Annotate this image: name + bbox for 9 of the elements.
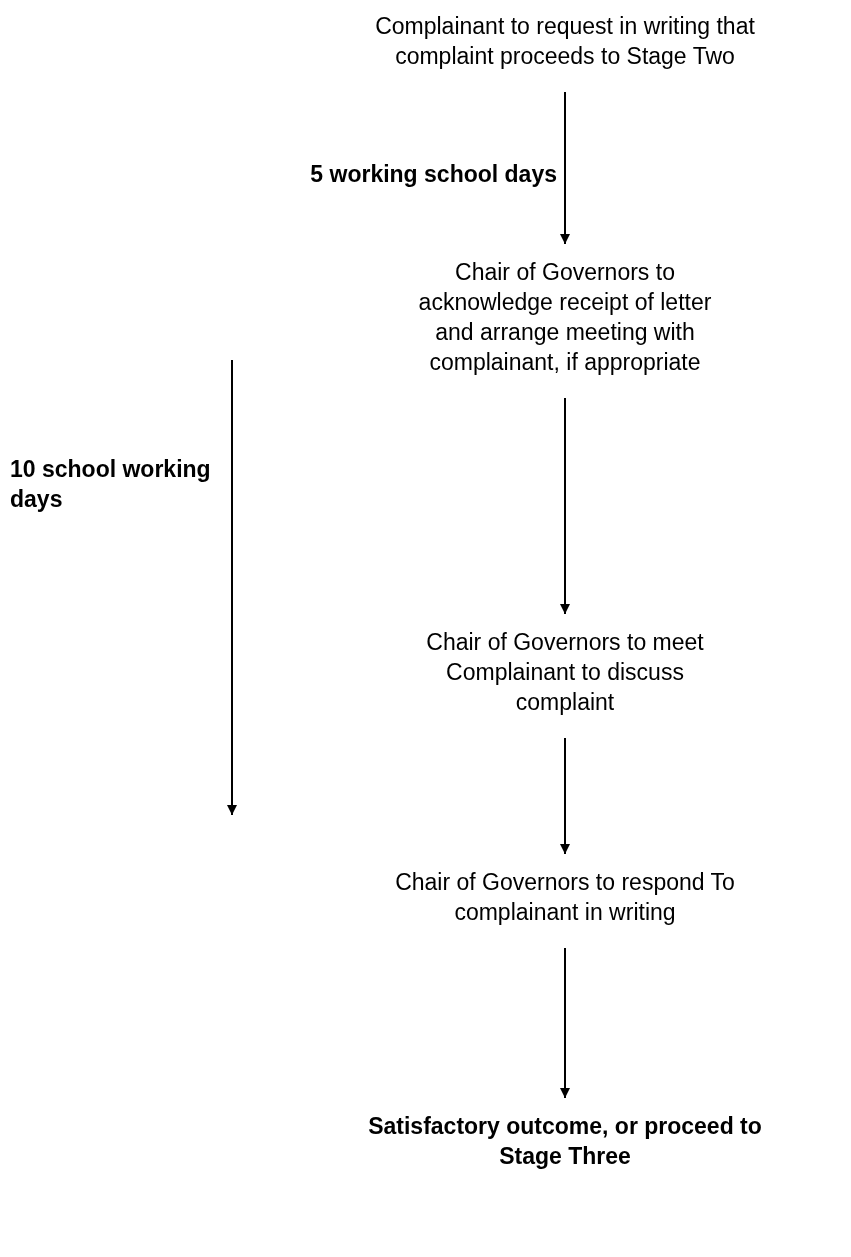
arrow: [560, 737, 570, 855]
step-text: Chair of Governors to meet Complainant to discuss complaint: [425, 628, 705, 717]
step-text: Chair of Governors to acknowledge receipt of letter and arrange meeting with complainant, if appropriate: [417, 258, 713, 377]
step-text: Complainant to request in writing that complaint proceeds to Stage Two: [374, 12, 756, 71]
arrow: [560, 91, 570, 245]
arrow: [560, 947, 570, 1099]
outcome-text: Satisfactory outcome, or proceed to Stage Three: [367, 1112, 763, 1171]
step-text: Chair of Governors to respond To complainant in writing: [394, 868, 736, 927]
arrow: [560, 397, 570, 615]
